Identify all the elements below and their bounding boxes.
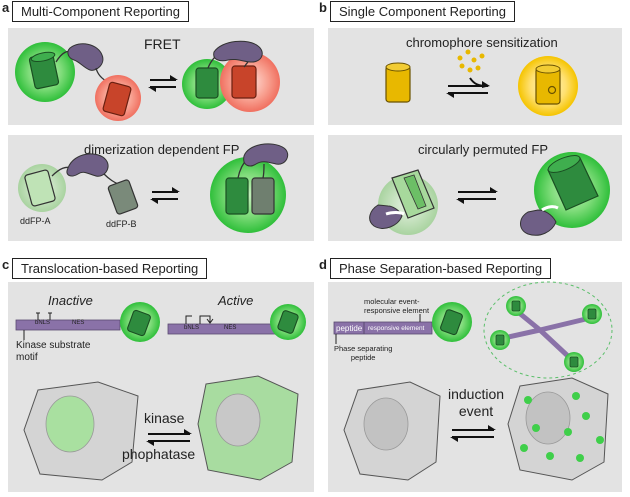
phase-after-cell bbox=[507, 377, 609, 481]
phase-before-cell bbox=[343, 381, 441, 481]
chromophore-label: chromophore sensitization bbox=[406, 35, 558, 50]
ddfp-right-complex bbox=[210, 143, 289, 233]
active-bnls-label: bNLS bbox=[184, 325, 200, 331]
inactive-bnls-label: bNLS bbox=[35, 320, 51, 326]
panel-b-letter: b bbox=[319, 0, 327, 15]
panel-b-title: Single Component Reporting bbox=[330, 1, 515, 22]
ddfp-label: dimerization dependent FP bbox=[84, 142, 240, 157]
ddfp-left-complex bbox=[18, 153, 139, 215]
panel-d-title: Phase Separation-based Reporting bbox=[330, 258, 552, 279]
induction-event-label: induction event bbox=[448, 386, 505, 419]
molecular-event-label: molecular event- responsive element bbox=[364, 297, 430, 315]
chromophore-dots bbox=[457, 49, 485, 73]
chromophore-arrows bbox=[446, 77, 490, 98]
cpfp-equilibrium-arrows bbox=[456, 187, 498, 204]
panel-a-title: Multi-Component Reporting bbox=[12, 1, 189, 22]
panel-c-title: Translocation-based Reporting bbox=[12, 258, 208, 279]
cpfp-right-complex bbox=[520, 152, 610, 236]
inactive-label: Inactive bbox=[48, 293, 93, 308]
induction-arrows bbox=[450, 425, 496, 442]
inactive-reporter bbox=[15, 302, 160, 342]
phase-reporter bbox=[333, 302, 472, 344]
fret-equilibrium-arrows bbox=[148, 75, 178, 92]
panel-c-letter: c bbox=[2, 257, 10, 272]
cpfp-left-complex bbox=[369, 169, 438, 235]
inactive-cell bbox=[23, 381, 139, 481]
active-nes-label: NES bbox=[224, 325, 237, 331]
active-reporter bbox=[167, 304, 306, 340]
chromophore-left-barrel bbox=[385, 62, 411, 103]
fret-label: FRET bbox=[144, 36, 181, 52]
phophatase-label: phophatase bbox=[122, 446, 196, 462]
inactive-nes-label: NES bbox=[72, 320, 85, 326]
cpfp-label: circularly permuted FP bbox=[418, 142, 549, 157]
ddfp-b-label: ddFP-B bbox=[106, 219, 137, 229]
ddfp-equilibrium-arrows bbox=[150, 187, 180, 204]
responsive-element-label: responsive element bbox=[368, 325, 425, 332]
phase-condensate-network bbox=[483, 281, 613, 379]
active-cell bbox=[197, 375, 299, 481]
kinase-substrate-label: Kinase substrate motif bbox=[16, 340, 91, 363]
ddfp-a-label: ddFP-A bbox=[20, 216, 51, 226]
chromophore-right-barrel bbox=[518, 56, 578, 116]
fret-right-complex bbox=[182, 40, 280, 112]
panel-d-letter: d bbox=[319, 257, 327, 272]
kinase-arrows bbox=[146, 429, 192, 446]
fret-left-complex bbox=[15, 42, 141, 121]
active-label: Active bbox=[218, 293, 254, 308]
phase-peptide-label: Phase separating peptide bbox=[334, 344, 393, 362]
panel-a-letter: a bbox=[2, 0, 10, 15]
kinase-label: kinase bbox=[144, 410, 185, 426]
peptide-segment-label: peptide bbox=[336, 324, 363, 333]
